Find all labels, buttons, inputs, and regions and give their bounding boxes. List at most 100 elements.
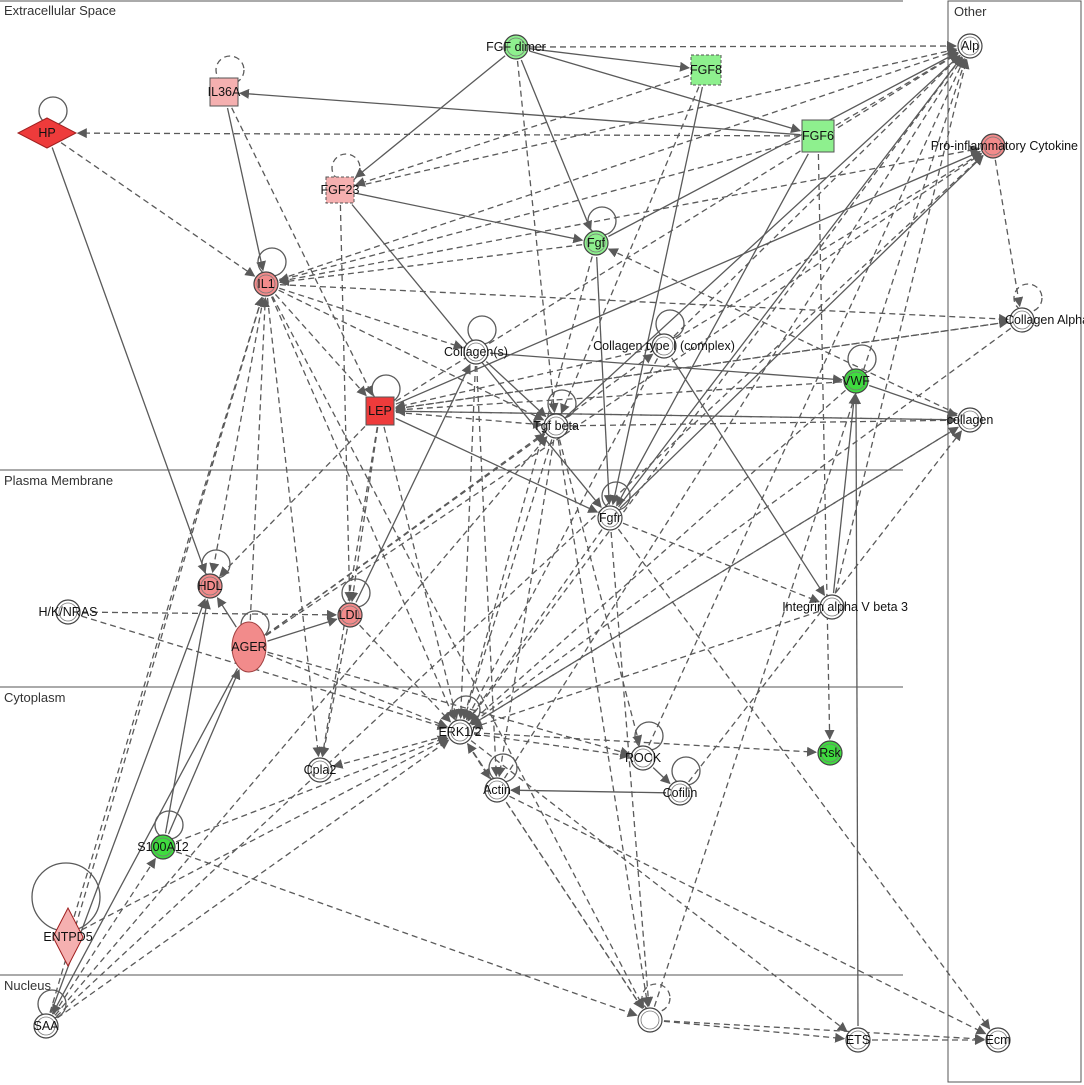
node-shape-collagen <box>957 407 983 433</box>
edge-erk-to-rsk <box>473 732 817 757</box>
node-ring-fgfr <box>600 508 620 528</box>
node-collagen1[interactable]: Collagen type I (complex) <box>593 333 735 359</box>
edge-erk-to-cpla2 <box>332 735 447 769</box>
node-rock[interactable]: ROCK <box>625 745 662 771</box>
node-entpd5[interactable]: ENTPD5 <box>43 906 93 968</box>
lane-label-nucleus: Nucleus <box>4 978 51 993</box>
node-collagens[interactable]: Collagen(s) <box>444 339 508 365</box>
node-actin[interactable]: Actin <box>483 777 511 803</box>
node-label-il36a: IL36A <box>208 85 241 99</box>
node-vwf[interactable]: VWF <box>842 368 870 394</box>
node-fgf[interactable]: Fgf <box>583 230 609 256</box>
edge-hp-to-il1 <box>60 142 256 277</box>
edge-hknras-to-ldl <box>81 609 337 620</box>
edge-tgfbeta-to-actin <box>495 439 555 778</box>
edge-integrin-to-erk <box>472 610 819 730</box>
node-erk[interactable]: ERK1/2 <box>438 719 482 745</box>
node-proinf[interactable]: Pro-inflammatory Cytokine <box>931 133 1078 159</box>
node-label-ldl: LDL <box>339 608 362 622</box>
self-loop-il1 <box>257 247 287 277</box>
edge-integrin-to-vwf <box>832 393 859 594</box>
node-shape-cofilin <box>667 780 693 806</box>
edge-saa-to-s100a12 <box>53 857 156 1015</box>
edge-lep-to-erk <box>383 426 460 720</box>
node-rsk[interactable]: Rsk <box>817 740 843 766</box>
node-shape-collagens <box>463 339 489 365</box>
edge-lep-to-fgfr <box>395 417 599 513</box>
node-hp[interactable]: HP <box>16 117 78 149</box>
node-ets[interactable]: ETS <box>845 1027 871 1053</box>
node-fgf23[interactable]: FGF23 <box>321 176 360 204</box>
node-shape-alp <box>957 33 983 59</box>
node-ring-hknras <box>58 602 78 622</box>
node-label-hp: HP <box>38 126 55 140</box>
node-cofilin[interactable]: Cofilin <box>663 780 698 806</box>
node-fgf6[interactable]: FGF6 <box>801 119 835 153</box>
node-hdl[interactable]: HDL <box>197 573 223 599</box>
edge-tgfbeta-to-collagen <box>569 415 957 427</box>
node-ring-collagen <box>960 410 980 430</box>
node-shape-ager <box>231 621 267 673</box>
edge-collagen-to-lep <box>395 406 957 421</box>
edge-collagen1-to-proinf <box>675 152 982 340</box>
edge-collagen1-to-erk <box>465 358 659 721</box>
node-label-fgf23: FGF23 <box>321 183 360 197</box>
edge-tgfbeta-to-erk <box>462 439 553 720</box>
node-ldl[interactable]: LDL <box>337 602 363 628</box>
node-il1[interactable]: IL1 <box>253 271 279 297</box>
edge-ager-to-ldl <box>267 617 338 642</box>
node-tgfbeta[interactable]: Tgf beta <box>533 413 579 439</box>
edge-ager-to-hdl <box>216 596 237 628</box>
node-label-rock: ROCK <box>625 751 662 765</box>
edge-tgfbeta-to-unnamed <box>557 439 652 1008</box>
node-s100a12[interactable]: S100A12 <box>137 834 189 860</box>
node-label-cpla2: Cpla2 <box>304 763 337 777</box>
edge-fgf6-to-alp <box>835 52 959 127</box>
node-ring-s100a12 <box>153 837 173 857</box>
node-collagenalpha1[interactable]: Collagen Alpha1 <box>1005 307 1084 333</box>
node-label-collagen: collagen <box>947 413 994 427</box>
node-integrin[interactable]: Integrin alpha V beta 3 <box>782 594 908 620</box>
node-shape-hknras <box>55 599 81 625</box>
node-fgfr[interactable]: Fgfr <box>597 505 623 531</box>
node-saa[interactable]: SAA <box>33 1013 59 1039</box>
node-unnamed[interactable] <box>637 1007 663 1033</box>
node-ager[interactable]: AGER <box>231 621 267 673</box>
node-ring-actin <box>487 780 507 800</box>
self-loop-cofilin <box>671 756 701 786</box>
edge-fgfr-to-proinf <box>619 155 984 509</box>
edge-entpd5-to-il1 <box>73 296 265 917</box>
edge-lep-to-hdl <box>219 425 366 577</box>
edge-il1-to-erk <box>271 296 456 721</box>
node-label-hknras: H/K/NRAS <box>38 605 97 619</box>
node-ecm[interactable]: Ecm <box>985 1027 1011 1053</box>
node-shape-s100a12 <box>150 834 176 860</box>
node-collagen[interactable]: collagen <box>947 407 994 433</box>
node-label-vwf: VWF <box>842 374 870 388</box>
node-ring-proinf <box>983 136 1003 156</box>
edge-fgfdimer-to-fgf23 <box>354 55 506 179</box>
edge-fgf-to-alp <box>608 51 959 238</box>
edge-unnamed-to-ets <box>663 1020 846 1043</box>
node-fgfdimer[interactable]: FGF dimer <box>486 34 546 60</box>
node-fgf8[interactable]: FGF8 <box>690 54 722 86</box>
node-hknras[interactable]: H/K/NRAS <box>38 599 98 625</box>
node-cpla2[interactable]: Cpla2 <box>304 757 337 783</box>
node-ring-ets <box>848 1030 868 1050</box>
node-ring-integrin <box>822 597 842 617</box>
edge-lep-to-tgfbeta <box>395 411 544 430</box>
node-label-lep: LEP <box>368 404 392 418</box>
node-shape-hp <box>16 117 78 149</box>
edge-rock-to-alp <box>648 57 965 746</box>
node-label-erk: ERK1/2 <box>438 725 481 739</box>
self-loop-saa <box>37 989 67 1019</box>
node-alp[interactable]: Alp <box>957 33 983 59</box>
node-label-proinf: Pro-inflammatory Cytokine <box>931 139 1078 153</box>
node-lep[interactable]: LEP <box>365 396 395 426</box>
edge-collagenalpha1-to-lep <box>395 321 1009 413</box>
self-loop-fgf <box>587 206 617 236</box>
edge-fgfdimer-to-alp <box>529 41 957 52</box>
node-il36a[interactable]: IL36A <box>208 77 241 107</box>
edge-fgf8-to-tgfbeta <box>560 86 700 415</box>
